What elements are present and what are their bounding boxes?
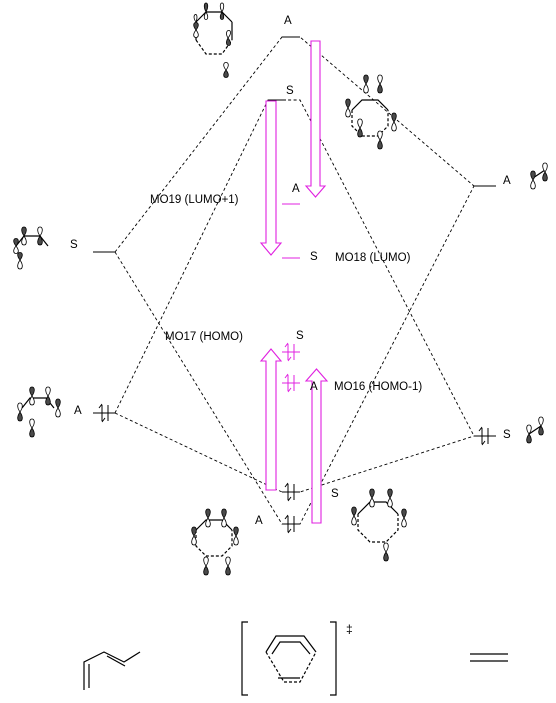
spin-pair-butadiene-a <box>98 403 109 423</box>
bracket-left <box>241 621 248 696</box>
spin-pair-ethylene-s <box>478 426 489 446</box>
double-dagger: ‡ <box>346 622 353 636</box>
arrow-down-to-mo18 <box>259 100 283 256</box>
sym-butadiene-s: S <box>70 239 78 251</box>
level-labels: A S S A A S A S S A S A MO19 (LUMO+1) MO… <box>70 15 511 527</box>
energy-levels <box>93 36 496 525</box>
orbital-ts-right-icon <box>345 74 397 150</box>
label-mo18: MO18 (LUMO) <box>335 252 411 264</box>
sym-mo18: S <box>310 251 318 263</box>
sym-ts-low-a: A <box>255 515 263 527</box>
correlation-line-a-low <box>114 412 475 493</box>
ts-diene <box>265 635 317 653</box>
sym-mo19: A <box>292 183 300 195</box>
label-mo16: MO16 (HOMO-1) <box>334 381 422 393</box>
orbital-ts-bottom-s-icon <box>351 488 407 562</box>
reactant-butadiene <box>83 651 141 690</box>
spin-pair-ts-low-a <box>284 514 295 534</box>
orbital-ethylene-a-icon <box>530 162 548 190</box>
orbital-ethylene-s-icon <box>526 416 544 444</box>
excitation-arrows <box>259 40 329 524</box>
bracket-right <box>330 621 337 696</box>
arrow-up-from-mo17 <box>259 348 283 491</box>
correlation-line-s-low <box>114 185 475 525</box>
orbital-butadiene-s-icon <box>13 226 49 270</box>
orbital-ts-top-a-icon <box>193 2 233 78</box>
sym-ts-top-a: A <box>284 15 292 27</box>
orbital-ts-bottom-a-icon <box>191 508 239 576</box>
arrow-down-to-mo19 <box>304 40 327 198</box>
sym-ts-low-s: S <box>331 488 339 500</box>
sym-ethylene-a: A <box>503 175 511 187</box>
label-mo19: MO19 (LUMO+1) <box>150 194 239 206</box>
sym-ts-top-s: S <box>286 85 294 97</box>
spin-pair-mo16 <box>284 373 295 393</box>
arrow-up-from-mo16 <box>304 368 329 524</box>
orbital-butadiene-a-icon <box>17 386 61 438</box>
ts-forming-bonds <box>265 651 317 683</box>
sym-butadiene-a: A <box>74 405 82 417</box>
correlation-lines <box>114 36 475 525</box>
sym-mo17: S <box>296 330 304 342</box>
butadiene-skeleton <box>83 651 141 690</box>
reactant-ethylene <box>470 653 508 662</box>
spin-pair-mo17 <box>284 342 295 362</box>
correlation-line-s-to-a <box>114 36 475 253</box>
electron-pairs <box>98 342 489 534</box>
spin-pair-ts-low-s <box>284 482 295 502</box>
transition-state: ‡ <box>241 621 353 696</box>
sym-ethylene-s: S <box>503 429 511 441</box>
sym-mo16: A <box>310 381 318 393</box>
label-mo17: MO17 (HOMO) <box>165 331 243 343</box>
